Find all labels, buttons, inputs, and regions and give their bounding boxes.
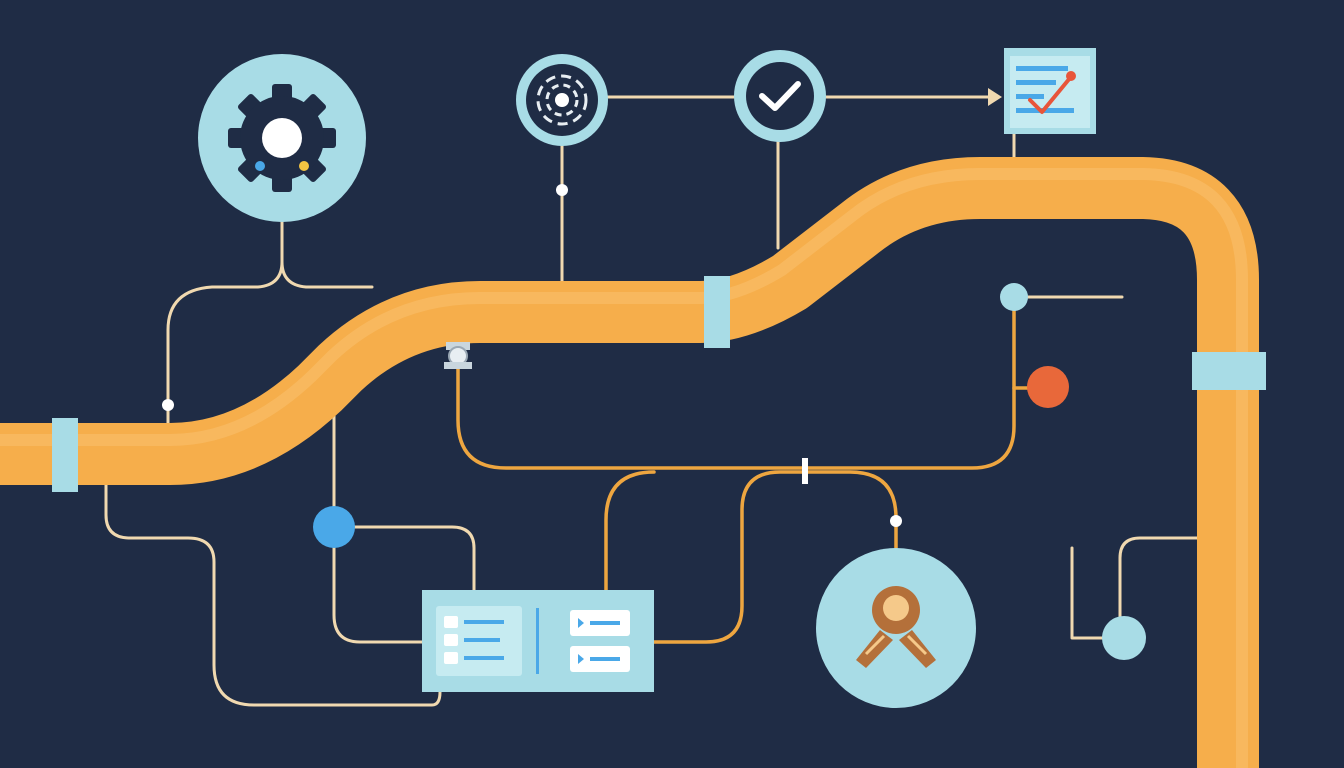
key-node[interactable]	[816, 548, 976, 708]
wire-orange-panel-left	[604, 470, 656, 594]
list-panel[interactable]	[422, 590, 654, 692]
dot-target-stem	[556, 184, 568, 196]
coupling-left	[52, 418, 78, 492]
pipe-body	[0, 157, 1259, 768]
wire-bottom-right-left	[1070, 546, 1106, 640]
wire-orange-loop	[456, 298, 1016, 470]
dot-light-right	[1000, 283, 1028, 311]
wire-gear-stem	[166, 220, 284, 432]
coupling-middle	[704, 276, 730, 348]
checkmark-icon	[759, 81, 801, 111]
wire-bottom-right-main	[1118, 536, 1200, 640]
wire-gear-right	[280, 260, 374, 289]
gear-icon	[228, 84, 336, 192]
pipe-highlight	[0, 168, 1248, 768]
checklist-document[interactable]	[1004, 48, 1096, 134]
main-pipe	[0, 157, 1259, 768]
pipe-couplings	[52, 276, 1266, 492]
wire-blue-dot-right	[332, 525, 476, 594]
dot-blue	[313, 506, 355, 548]
connector-wires	[104, 95, 1200, 707]
dot-left	[162, 399, 174, 411]
checklist-document-icon	[1016, 66, 1076, 114]
valve-icon	[444, 342, 472, 369]
wire-left-loop	[104, 483, 442, 707]
gear-node[interactable]	[198, 54, 366, 222]
arrow-head-icon	[988, 88, 1002, 106]
target-icon	[536, 74, 588, 126]
dot-orange-right	[1027, 366, 1069, 408]
list-panel-icon	[436, 606, 630, 676]
key-icon	[856, 586, 936, 668]
check-node[interactable]	[734, 50, 826, 142]
wire-blue-dot-vertical	[332, 396, 426, 644]
dot-bottom-key	[890, 515, 902, 527]
junction-dots	[162, 184, 1146, 660]
tick-orange-wire	[802, 458, 808, 484]
dot-light-bottom-right	[1102, 616, 1146, 660]
wire-orange-panel-right	[652, 470, 898, 644]
target-node[interactable]	[516, 54, 608, 146]
coupling-right	[1192, 352, 1266, 390]
